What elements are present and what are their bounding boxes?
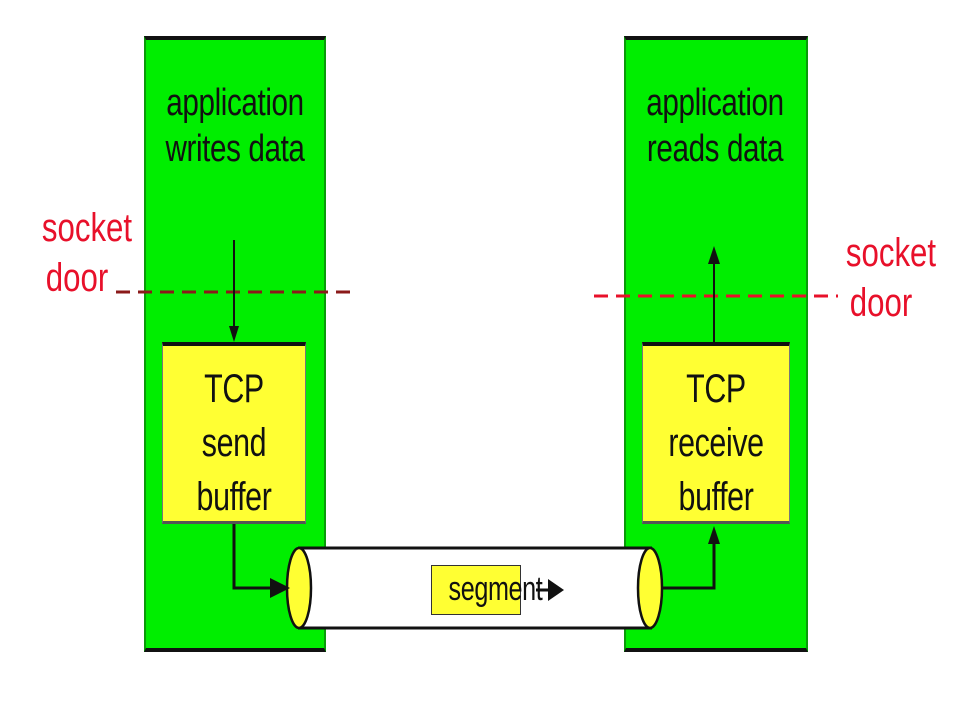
sender-socket-line1: socket [41, 206, 133, 250]
sender-app-line2: writes data [165, 128, 305, 170]
receiver-socket-door-label: socket door [845, 228, 937, 328]
segment-arrow-head [548, 579, 564, 601]
tcp-receive-buffer [642, 342, 790, 524]
receive-buffer-line2: receive buffer [668, 421, 764, 519]
receiver-socket-line1: socket [845, 231, 937, 275]
receive-buffer-line1: TCP [686, 367, 746, 411]
send-buffer-line1: TCP [204, 367, 264, 411]
receiver-app-line1: application [646, 82, 784, 124]
tcp-send-buffer [162, 342, 306, 524]
sender-socket-door-label: socket door [41, 203, 133, 303]
segment-label: segment [431, 565, 543, 615]
receiver-application-label: application reads data [644, 80, 786, 172]
receiver-app-line2: reads data [646, 128, 784, 170]
send-buffer-line2: send buffer [196, 421, 272, 519]
receiver-socket-line2: door [849, 281, 913, 325]
segment-text: segment [448, 570, 543, 608]
sender-application-label: application writes data [164, 80, 306, 172]
sender-socket-line2: door [45, 256, 109, 300]
sender-app-line1: application [166, 82, 304, 124]
receive-buffer-label: TCP receive buffer [637, 362, 795, 524]
send-buffer-label: TCP send buffer [163, 362, 306, 524]
